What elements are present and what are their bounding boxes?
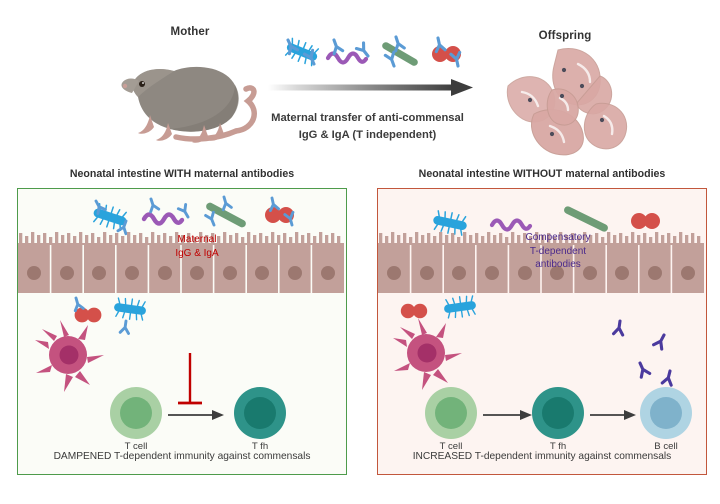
panel-with-maternal-antibodies: Maternal IgG & IgA T cell T fh DAMPENED … <box>17 188 347 475</box>
inhibition-label-line2: IgG & IgA <box>175 247 219 259</box>
cell-label-b-cell-right: B cell <box>654 441 678 452</box>
panel-title-without-antibodies: Neonatal intestine WITHOUT maternal anti… <box>418 168 666 180</box>
offspring-pups-illustration <box>500 42 640 160</box>
panel-caption-left: DAMPENED T-dependent immunity against co… <box>53 451 311 462</box>
cell-label-tfh-left: T fh <box>251 441 269 452</box>
maternal-ig-inhibition-label: Maternal IgG & IgA <box>154 233 240 260</box>
antibody-microbe-complexes <box>272 24 472 76</box>
panel-caption-right: INCREASED T-dependent immunity against c… <box>412 451 672 462</box>
transfer-caption: Maternal transfer of anti-commensal IgG … <box>245 110 490 144</box>
transfer-caption-line2: IgG & IgA (T independent) <box>298 129 437 141</box>
cell-label-t-cell-right: T cell <box>439 441 463 452</box>
compensatory-antibodies-label: Compensatory T-dependent antibodies <box>506 231 610 272</box>
compensatory-label-line2: T-dependent <box>529 245 587 257</box>
transfer-caption-line1: Maternal transfer of anti-commensal <box>271 112 464 124</box>
lumen-bound-microbes-left <box>18 191 346 236</box>
lamina-propria-right <box>378 293 706 453</box>
epithelium-layer-right <box>378 231 706 293</box>
epithelium-layer-left <box>18 231 346 293</box>
compensatory-label-line3: antibodies <box>535 259 581 270</box>
mother-label: Mother <box>170 26 210 38</box>
lamina-propria-left <box>18 293 346 453</box>
mother-mouse-illustration <box>108 45 268 150</box>
cell-label-tfh-right: T fh <box>549 441 567 452</box>
offspring-label: Offspring <box>538 30 592 42</box>
cell-label-t-cell-left: T cell <box>124 441 148 452</box>
transfer-arrow <box>268 76 473 100</box>
panel-without-maternal-antibodies: Compensatory T-dependent antibodies T ce… <box>377 188 707 475</box>
lumen-free-microbes-right <box>378 191 706 236</box>
maternal-transfer-section: Mother Offspring <box>0 0 720 165</box>
inhibition-label-line1: Maternal <box>177 234 217 245</box>
compensatory-label-line1: Compensatory <box>525 232 591 243</box>
panel-title-with-antibodies: Neonatal intestine WITH maternal antibod… <box>69 168 295 180</box>
